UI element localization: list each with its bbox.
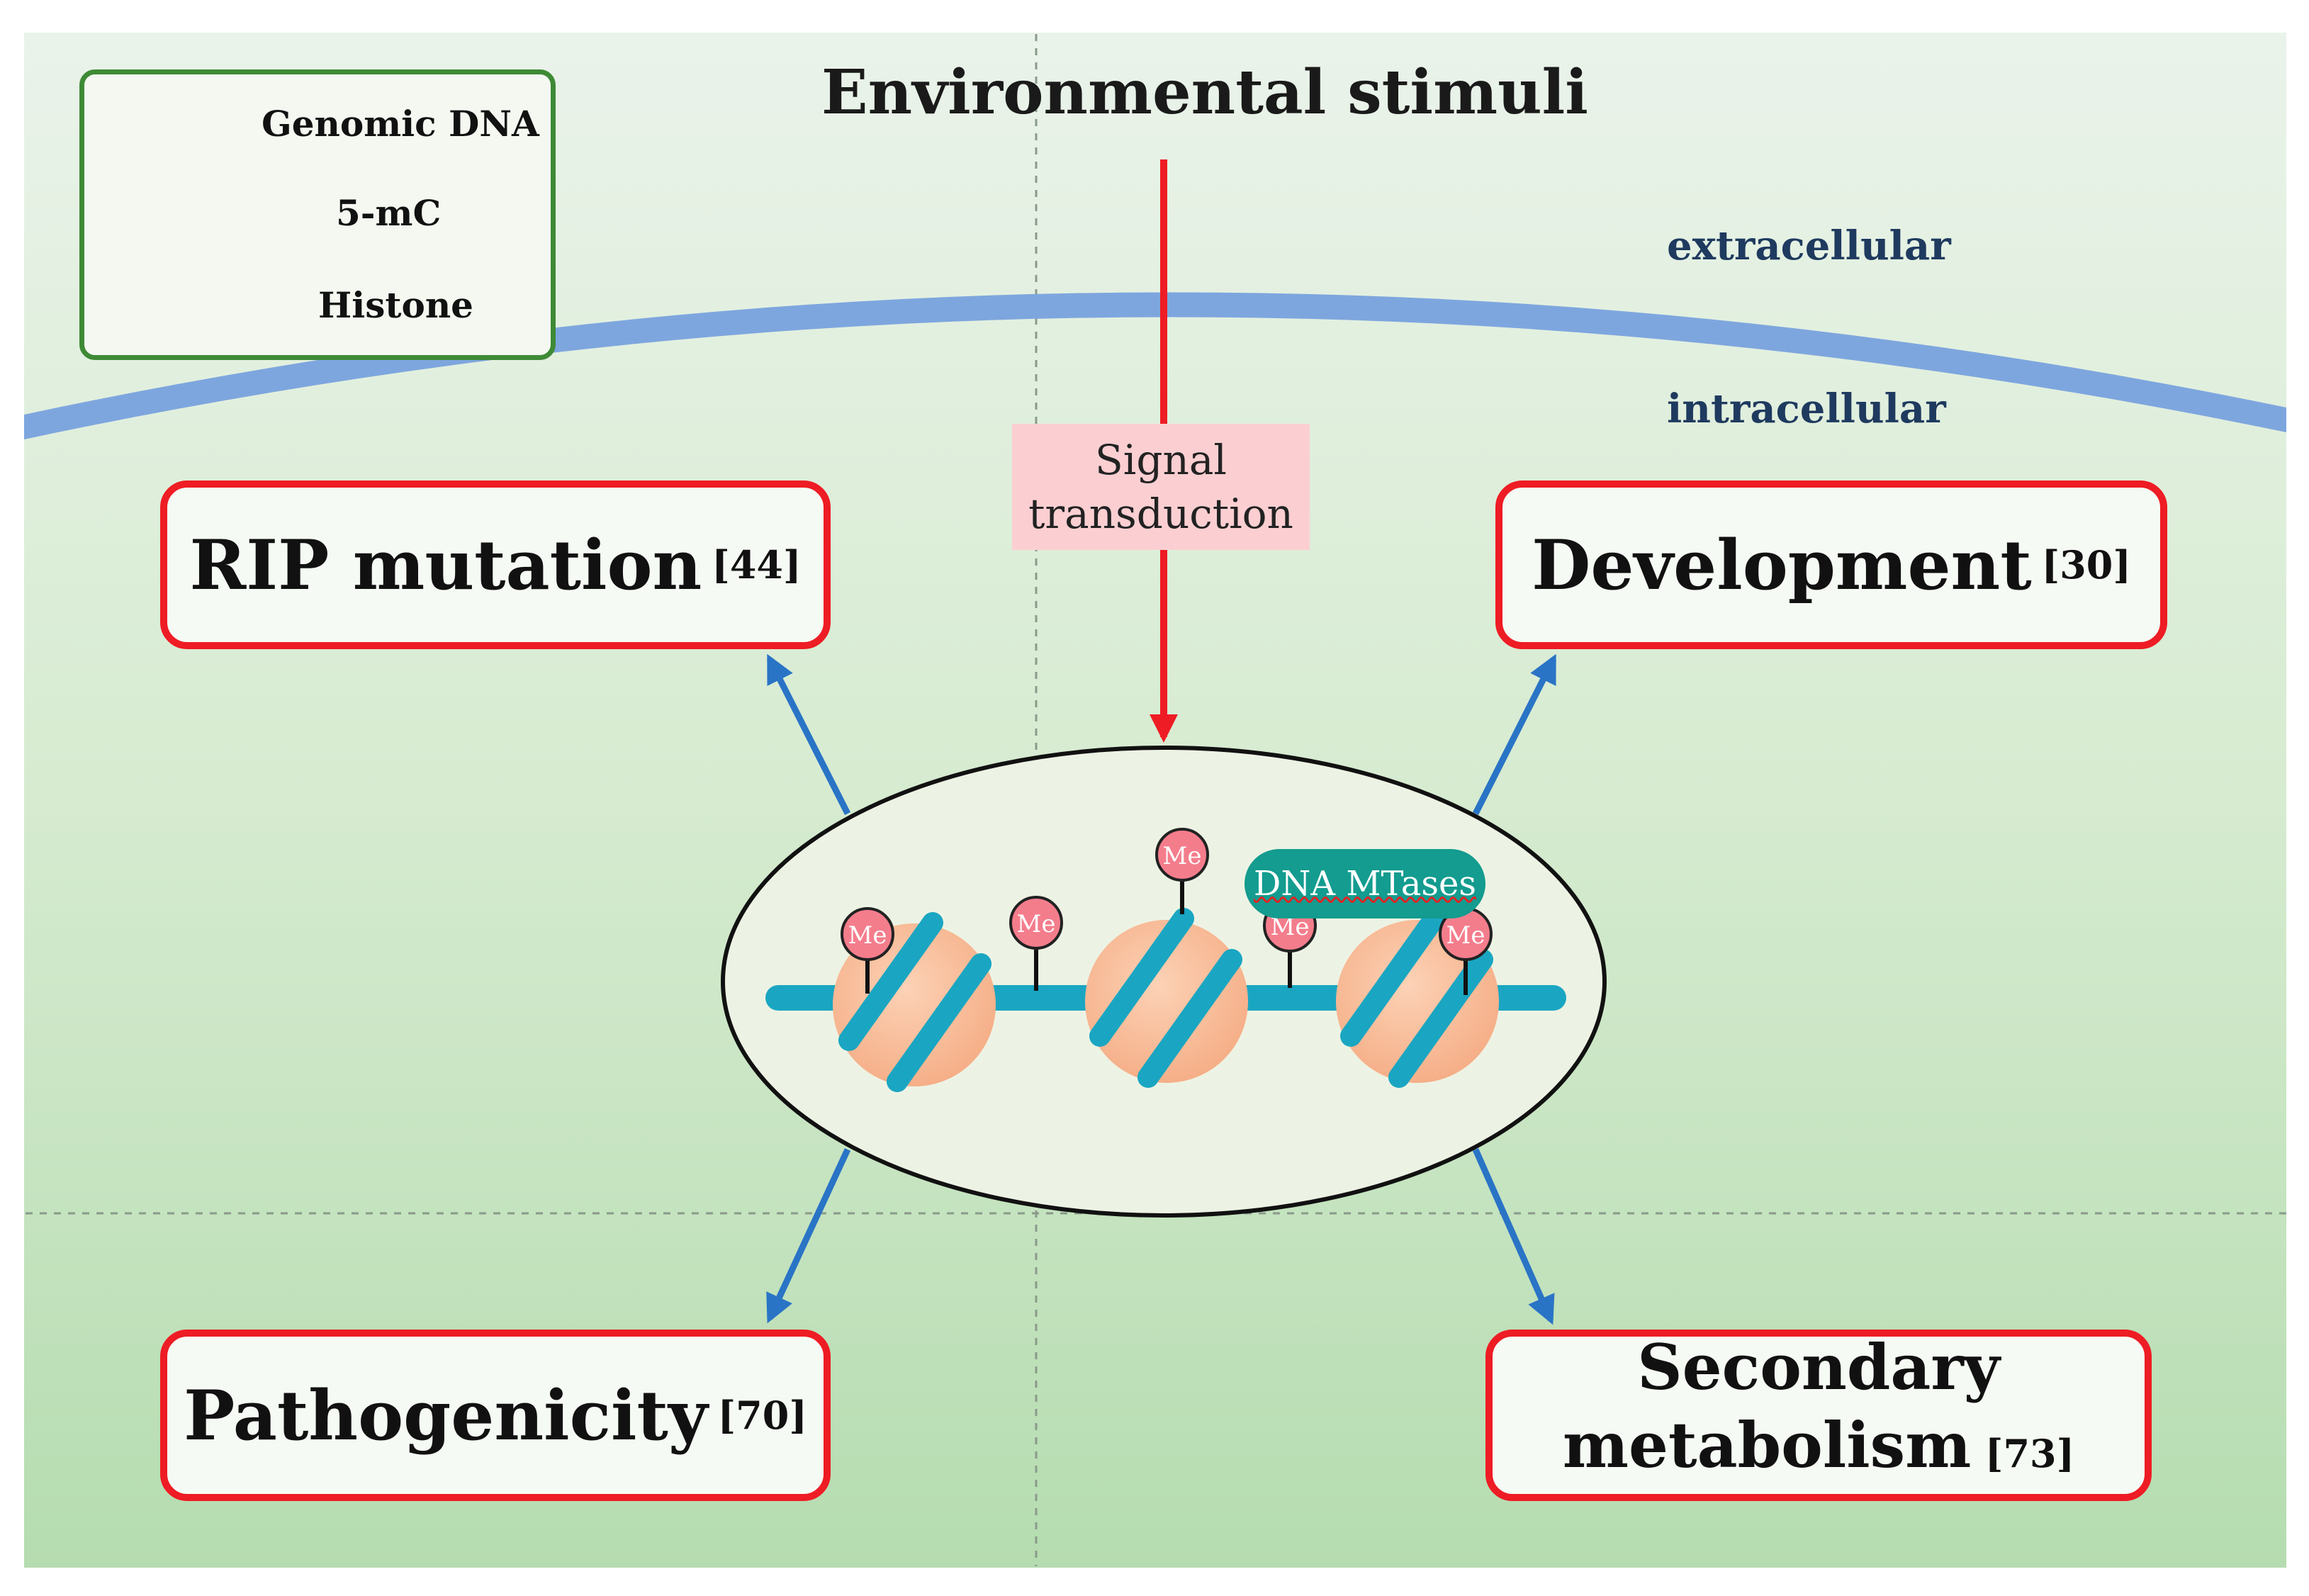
outcome-label: Pathogenicity <box>184 1375 708 1456</box>
dna-wrap <box>887 953 991 1092</box>
outcome-pathogenicity: Pathogenicity [70] <box>160 1330 831 1501</box>
histone <box>833 923 996 1086</box>
dna-wrap <box>838 912 943 1051</box>
outcome-ref: [44] <box>712 542 802 588</box>
extracellular-label: extracellular <box>1667 223 1951 269</box>
outcome-development: Development [30] <box>1495 481 2167 649</box>
dna-wrap <box>1388 949 1493 1088</box>
histone <box>1085 920 1248 1083</box>
arrow-to-secondary <box>1472 1148 1555 1325</box>
arrow-to-development <box>1472 653 1557 816</box>
cell-membrane <box>24 292 2286 439</box>
histone <box>1336 920 1499 1083</box>
signal-line-2: transduction <box>1028 490 1293 538</box>
outcome-ref: [73] <box>1984 1431 2075 1476</box>
methyl-mark-2: Me <box>1009 896 1063 991</box>
methyl-tag-text: Me <box>848 921 887 950</box>
outcome-label-line-2: metabolism <box>1562 1408 1972 1482</box>
methyl-tag-text: Me <box>1163 842 1202 870</box>
outcome-label: Development <box>1532 524 2032 605</box>
dna-wrap <box>1340 908 1445 1047</box>
methyl-mark-3: Me <box>1155 828 1209 914</box>
legend-histone-label: Histone <box>318 284 473 326</box>
outcome-ref: [30] <box>2041 542 2131 588</box>
outcome-secondary-metabolism: Secondary metabolism [73] <box>1485 1330 2152 1501</box>
signal-line-1: Signal <box>1095 436 1227 484</box>
methyl-tag-text: Me <box>1446 921 1485 950</box>
diagram-title: Environmental stimuli <box>821 57 1588 128</box>
outcome-label-line-2-row: metabolism [73] <box>1563 1406 2074 1502</box>
methyl-mark-1: Me <box>841 907 894 994</box>
outcome-label: RIP mutation <box>189 524 702 605</box>
legend-dna-label: Genomic DNA <box>262 103 539 145</box>
dna-wrap <box>1089 908 1194 1047</box>
dna-wrap <box>1137 949 1242 1088</box>
outcome-ref: [70] <box>717 1393 807 1438</box>
methyl-tag-text: Me <box>1017 910 1056 938</box>
outcome-label-line-1: Secondary <box>1637 1330 2000 1404</box>
outcome-rip-mutation: RIP mutation [44] <box>160 481 831 649</box>
nucleosome-1 <box>833 912 996 1092</box>
arrow-to-rip <box>766 653 851 816</box>
signal-transduction-label: Signal transduction <box>1012 424 1310 550</box>
legend-methyl-label: 5-mC <box>336 192 442 234</box>
legend: Genomic DNA 5-mC Histone <box>79 69 556 360</box>
dna-mtases-label: DNA MTases <box>1245 849 1485 918</box>
nucleosome-2 <box>1085 908 1248 1088</box>
dna-mtases-text: DNA MTases <box>1253 864 1477 904</box>
nucleosome-3 <box>1336 908 1499 1088</box>
intracellular-label: intracellular <box>1667 386 1946 432</box>
arrow-to-pathogenicity <box>766 1148 851 1324</box>
